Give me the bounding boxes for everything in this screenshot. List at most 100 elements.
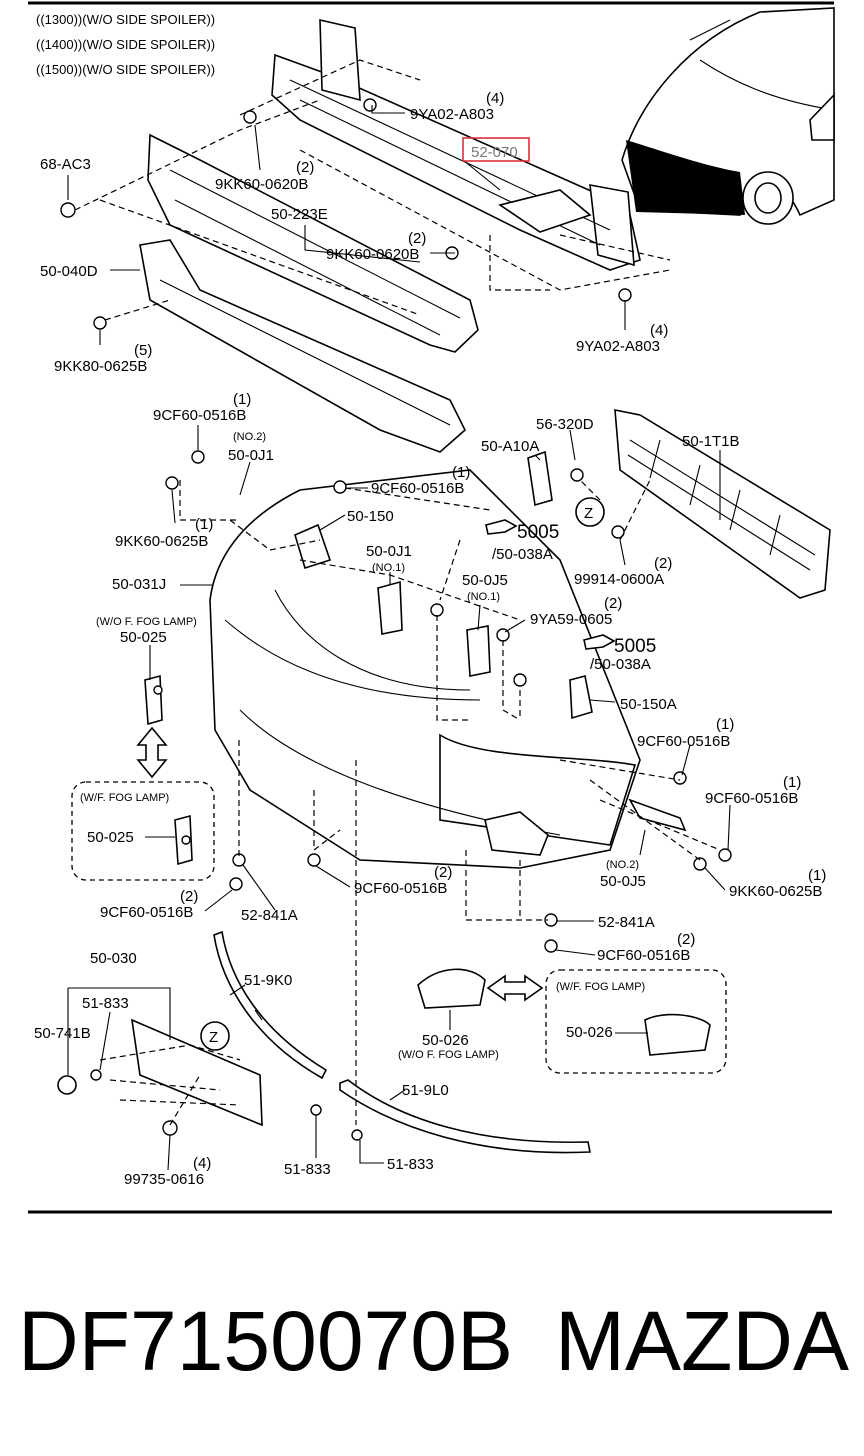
qty-9CF60-0516B-6: (2) bbox=[180, 888, 198, 905]
bumper-fascia-50-031J bbox=[209, 469, 641, 869]
label-5005-b: 5005 bbox=[614, 636, 656, 657]
qty-9KK60-0620B-b: (2) bbox=[408, 230, 426, 247]
label-56-320D: 56-320D bbox=[536, 416, 594, 433]
hand-icon-a bbox=[485, 519, 518, 535]
brand-name: MAZDA bbox=[555, 1294, 849, 1388]
note-no2-a: (NO.2) bbox=[233, 431, 266, 443]
label-9CF60-0516B-1: 9CF60-0516B bbox=[153, 407, 246, 424]
label-51-9K0: 51-9K0 bbox=[244, 972, 292, 989]
bumper-reinforcement-52-070 bbox=[271, 18, 641, 271]
label-51-833-c: 51-833 bbox=[387, 1156, 434, 1173]
label-9CF60-0516B-7: 9CF60-0516B bbox=[597, 947, 690, 964]
label-9CF60-0516B-5: 9CF60-0516B bbox=[354, 880, 447, 897]
under-cover-50-040D bbox=[139, 239, 466, 453]
part-number: DF7150070B bbox=[18, 1294, 513, 1388]
label-50-A10A: 50-A10A bbox=[481, 438, 539, 455]
qty-9YA02-A803-right: (4) bbox=[650, 322, 668, 339]
note-no1-b: (NO.1) bbox=[467, 591, 500, 603]
qty-9YA02-A803-top: (4) bbox=[486, 90, 504, 107]
label-50-026-a: 50-026 bbox=[422, 1032, 469, 1049]
label-9KK60-0620B-a: 9KK60-0620B bbox=[215, 176, 308, 193]
label-5005-a: 5005 bbox=[517, 522, 559, 543]
fasteners bbox=[60, 98, 732, 1141]
double-arrow-horizontal bbox=[486, 974, 544, 1002]
fog-cover-50-026-wo bbox=[417, 968, 486, 1009]
view-z-label-2: Z bbox=[209, 1029, 218, 1046]
label-50-741B: 50-741B bbox=[34, 1025, 91, 1042]
molding-51-9L0 bbox=[339, 1079, 591, 1154]
label-9YA59-0605: 9YA59-0605 bbox=[530, 611, 612, 628]
qty-9KK60-0625B-d: (1) bbox=[808, 867, 826, 884]
header-note-3: ((1500))(W/O SIDE SPOILER)) bbox=[36, 62, 215, 77]
highlight-box-52-070 bbox=[462, 137, 530, 162]
qty-9KK60-0620B-a: (2) bbox=[296, 159, 314, 176]
label-50-030: 50-030 bbox=[90, 950, 137, 967]
label-50-025-a: 50-025 bbox=[120, 629, 167, 646]
w-fog-lamp-box-left bbox=[71, 781, 215, 881]
label-50-040D: 50-040D bbox=[40, 263, 98, 280]
header-note-2: ((1400))(W/O SIDE SPOILER)) bbox=[36, 37, 215, 52]
label-51-9L0: 51-9L0 bbox=[402, 1082, 449, 1099]
label-50-0J1-b: 50-0J1 bbox=[366, 543, 412, 560]
bracket-50-0J1-no1 bbox=[377, 580, 403, 635]
qty-9CF60-0516B-7: (2) bbox=[677, 931, 695, 948]
label-9CF60-0516B-6: 9CF60-0516B bbox=[100, 904, 193, 921]
label-50-025-b: 50-025 bbox=[87, 829, 134, 846]
bracket-50-0J5-no1 bbox=[466, 625, 491, 677]
label-9KK60-0625B-d: 9KK60-0625B bbox=[729, 883, 822, 900]
label-50-1T1B: 50-1T1B bbox=[682, 433, 740, 450]
bracket-50-150A bbox=[569, 675, 593, 720]
label-52-841A-a: 52-841A bbox=[241, 907, 298, 924]
label-50-026-b: 50-026 bbox=[566, 1024, 613, 1041]
qty-9CF60-0516B-4: (1) bbox=[783, 774, 801, 791]
note-wo-fog-lamp-b: (W/O F. FOG LAMP) bbox=[398, 1049, 499, 1061]
label-99735-0616: 99735-0616 bbox=[124, 1171, 204, 1188]
label-9CF60-0516B-4: 9CF60-0516B bbox=[705, 790, 798, 807]
view-z-marker-2 bbox=[200, 1021, 230, 1051]
label-9CF60-0516B-3: 9CF60-0516B bbox=[637, 733, 730, 750]
w-fog-lamp-box-right bbox=[545, 969, 727, 1074]
qty-9KK60-0625B-c: (1) bbox=[195, 516, 213, 533]
qty-9KK80-0625B: (5) bbox=[134, 342, 152, 359]
note-wo-fog-lamp-a: (W/O F. FOG LAMP) bbox=[96, 616, 197, 628]
label-50-038A-a: /50-038A bbox=[492, 546, 553, 563]
label-9CF60-0516B-2: 9CF60-0516B bbox=[371, 480, 464, 497]
label-51-833-b: 51-833 bbox=[284, 1161, 331, 1178]
leader-lines bbox=[67, 105, 731, 1171]
label-50-031J: 50-031J bbox=[112, 576, 166, 593]
label-50-0J5-a: 50-0J5 bbox=[462, 572, 508, 589]
label-68-AC3: 68-AC3 bbox=[40, 156, 91, 173]
hand-icon-b bbox=[583, 634, 616, 650]
double-arrow-vertical bbox=[136, 726, 168, 779]
view-z-label-1: Z bbox=[584, 505, 593, 522]
qty-99914-0600A: (2) bbox=[654, 555, 672, 572]
note-w-fog-lamp-b: (W/F. FOG LAMP) bbox=[556, 981, 645, 993]
label-9YA02-A803-right: 9YA02-A803 bbox=[576, 338, 660, 355]
label-9YA02-A803-top: 9YA02-A803 bbox=[410, 106, 494, 123]
license-bracket-50-030 bbox=[131, 1018, 263, 1127]
label-9KK60-0625B-c: 9KK60-0625B bbox=[115, 533, 208, 550]
plug-50-741B bbox=[57, 1075, 77, 1095]
label-52-070: 52-070 bbox=[471, 144, 518, 161]
note-no2-b: (NO.2) bbox=[606, 859, 639, 871]
view-z-marker-1 bbox=[575, 497, 605, 527]
label-50-150A: 50-150A bbox=[620, 696, 677, 713]
qty-9CF60-0516B-1: (1) bbox=[233, 391, 251, 408]
qty-99735-0616: (4) bbox=[193, 1155, 211, 1172]
label-52-841A-b: 52-841A bbox=[598, 914, 655, 931]
label-50-0J5-b: 50-0J5 bbox=[600, 873, 646, 890]
note-no1-a: (NO.1) bbox=[372, 562, 405, 574]
label-9KK60-0620B-b: 9KK60-0620B bbox=[326, 246, 419, 263]
header-note-1: ((1300))(W/O SIDE SPOILER)) bbox=[36, 12, 215, 27]
grille-50-1T1B bbox=[614, 409, 831, 599]
bracket-50-150 bbox=[294, 523, 332, 570]
fog-cover-50-026-w bbox=[644, 1013, 711, 1056]
label-51-833-a: 51-833 bbox=[82, 995, 129, 1012]
energy-absorber-50-223E bbox=[147, 133, 479, 353]
car-silhouette bbox=[621, 7, 835, 225]
qty-9YA59-0605: (2) bbox=[604, 595, 622, 612]
assembly-lines bbox=[74, 59, 721, 1126]
bracket-50-A10A bbox=[527, 450, 553, 507]
label-99914-0600A: 99914-0600A bbox=[574, 571, 664, 588]
